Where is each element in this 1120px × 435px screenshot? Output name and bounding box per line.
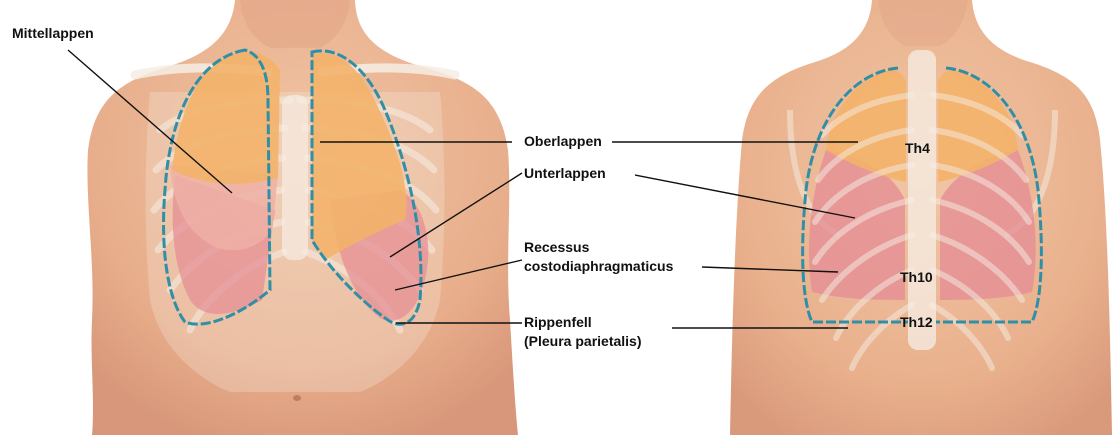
front-torso: [87, 0, 518, 435]
navel: [293, 395, 301, 401]
label-th12: Th12: [900, 314, 933, 331]
label-unterlappen: Unterlappen: [524, 165, 606, 182]
label-rippenfell-line1: Rippenfell: [524, 314, 592, 331]
label-mittellappen: Mittellappen: [12, 25, 94, 42]
label-oberlappen: Oberlappen: [524, 133, 602, 150]
sternum: [282, 95, 308, 260]
spine: [908, 50, 936, 350]
label-rippenfell-line2: (Pleura parietalis): [524, 333, 642, 350]
label-recessus-line1: Recessus: [524, 239, 589, 256]
label-recessus-line2: costodiaphragmaticus: [524, 258, 673, 275]
label-th10: Th10: [900, 269, 933, 286]
back-torso: [730, 0, 1112, 435]
label-th4: Th4: [905, 140, 930, 157]
